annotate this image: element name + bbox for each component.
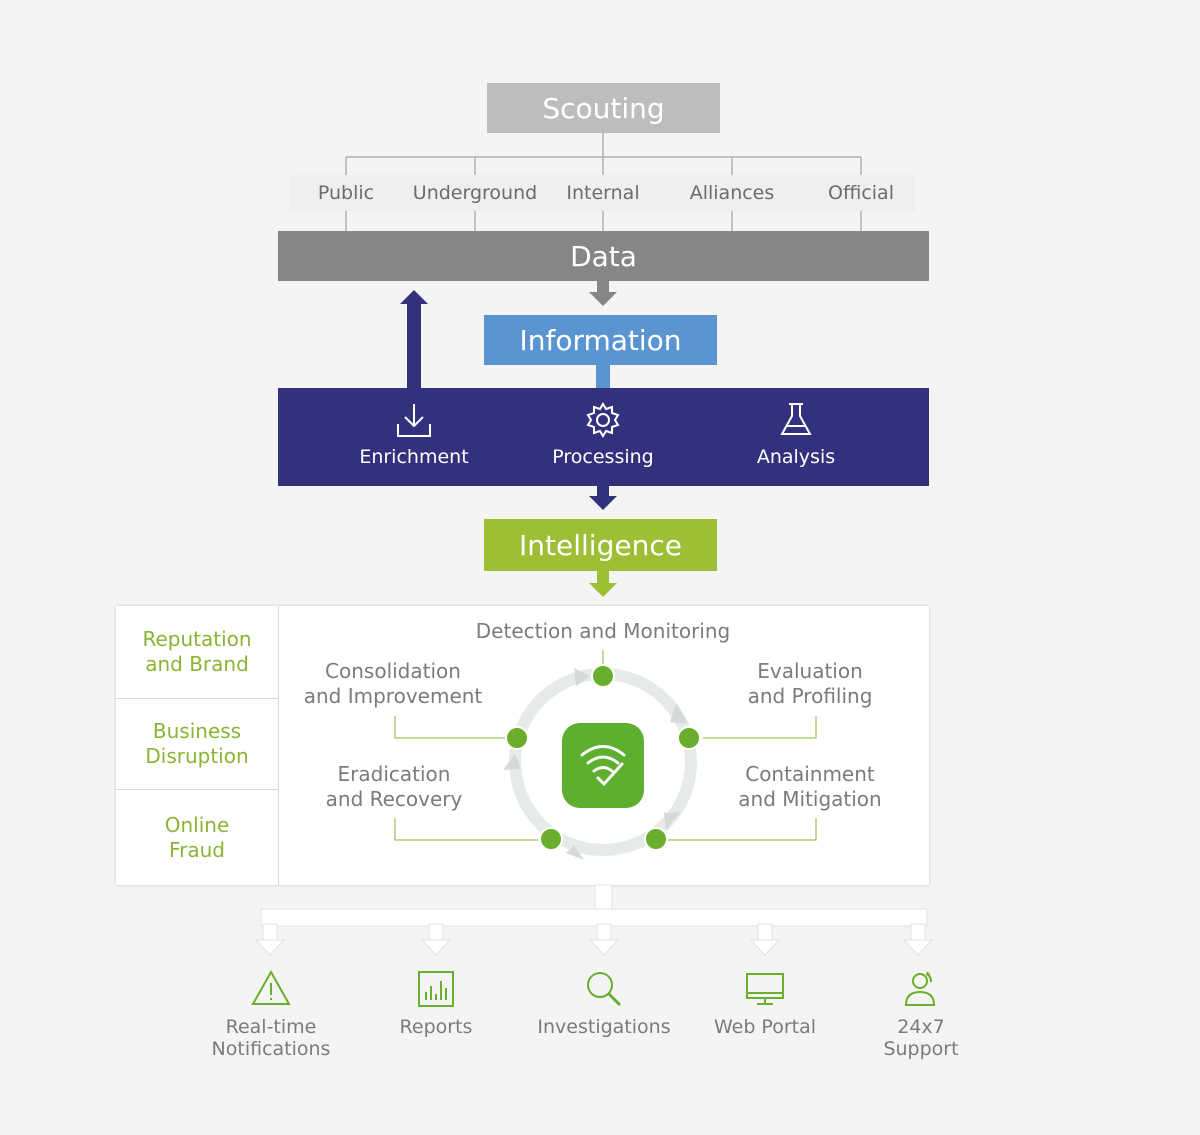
monitor-icon — [746, 973, 784, 1005]
output-line: Notifications — [211, 1038, 331, 1060]
cycle-line: and Mitigation — [738, 787, 882, 811]
scouting-label: Scouting — [542, 91, 665, 125]
cycle-line: Consolidation — [325, 659, 461, 683]
output-label: Web Portal — [713, 1016, 817, 1038]
output-label: Real-time Notifications — [212, 1016, 331, 1060]
output-reports: Reports — [346, 968, 526, 1038]
cycle-evaluation-profiling: Evaluation and Profiling — [748, 659, 873, 709]
warning-icon — [251, 969, 291, 1005]
source-public: Public — [317, 182, 375, 204]
cycle-line: Containment — [745, 762, 875, 786]
flask-icon — [780, 403, 812, 435]
enrichment-step: Enrichment — [329, 400, 499, 480]
panel-divider — [278, 606, 279, 885]
focus-online-fraud: Online Fraud — [116, 790, 278, 885]
support-user-icon — [904, 971, 936, 1006]
source-alliances: Alliances — [689, 182, 775, 204]
gear-icon — [586, 402, 620, 438]
cycle-line: and Improvement — [303, 684, 483, 708]
output-label: Investigations — [537, 1016, 671, 1038]
processing-label: Processing — [552, 446, 654, 468]
analysis-label: Analysis — [756, 446, 836, 468]
output-line: Real-time — [225, 1016, 317, 1038]
node-detection — [591, 664, 615, 688]
cycle-line: Eradication — [337, 762, 451, 786]
bar-chart-icon — [418, 971, 454, 1007]
scouting-box: Scouting — [487, 83, 720, 133]
data-box: Data — [278, 231, 929, 281]
focus-business-disruption: Business Disruption — [116, 699, 278, 789]
focus-line: Reputation — [142, 627, 252, 651]
cycle-eradication-recovery: Eradication and Recovery — [326, 762, 463, 812]
download-icon — [397, 404, 431, 437]
node-consolidation — [505, 726, 529, 750]
focus-line: Fraud — [169, 837, 225, 862]
source-official: Official — [828, 182, 894, 204]
source-internal: Internal — [566, 182, 640, 204]
output-support: 24x7 Support — [831, 968, 1011, 1060]
focus-line: Online — [164, 812, 230, 837]
output-line: Support — [883, 1038, 959, 1060]
focus-divider — [116, 698, 278, 699]
output-line: 24x7 — [897, 1016, 945, 1038]
output-label: Reports — [399, 1016, 473, 1038]
lifecycle-diagram — [394, 650, 817, 860]
output-label: 24x7 Support — [883, 1016, 958, 1060]
information-box: Information — [484, 315, 717, 365]
focus-line: and Brand — [145, 652, 249, 676]
node-evaluation — [677, 726, 701, 750]
node-eradication — [539, 827, 563, 851]
intelligence-label: Intelligence — [519, 528, 682, 562]
sources-strip — [290, 175, 915, 211]
analysis-step: Analysis — [711, 400, 881, 480]
enrichment-label: Enrichment — [359, 446, 469, 468]
focus-line: Disruption — [145, 744, 249, 768]
wifi-shield-icon — [562, 723, 644, 808]
cycle-containment-mitigation: Containment and Mitigation — [738, 762, 881, 812]
focus-reputation-brand: Reputation and Brand — [116, 606, 278, 698]
cycle-consolidation-improvement: Consolidation and Improvement — [304, 659, 483, 709]
source-underground: Underground — [412, 182, 538, 204]
output-investigations: Investigations — [514, 968, 694, 1038]
data-label: Data — [570, 239, 637, 273]
information-label: Information — [519, 323, 682, 357]
node-containment — [644, 827, 668, 851]
cycle-detection-monitoring: Detection and Monitoring — [475, 619, 731, 643]
focus-divider — [116, 789, 278, 790]
cycle-line: and Recovery — [325, 787, 463, 811]
processing-step: Processing — [518, 400, 688, 480]
cycle-line: and Profiling — [747, 684, 873, 708]
cycle-line: Evaluation — [757, 659, 863, 683]
output-web-portal: Web Portal — [675, 968, 855, 1038]
output-notifications: Real-time Notifications — [181, 968, 361, 1060]
intelligence-box: Intelligence — [484, 519, 717, 571]
magnifier-icon — [587, 972, 622, 1007]
focus-line: Business — [152, 719, 242, 743]
